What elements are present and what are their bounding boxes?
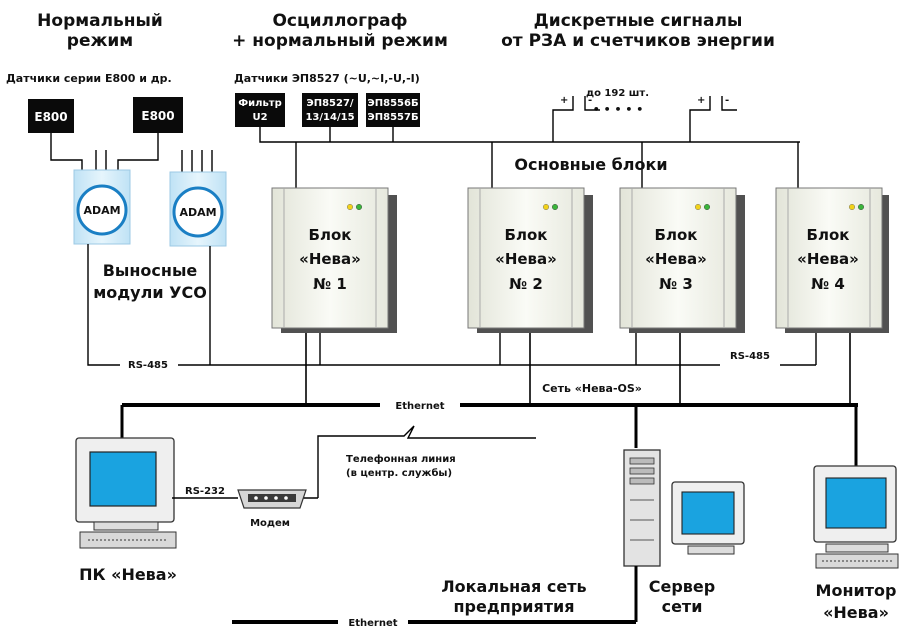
monitor-label-2: «Нева» (823, 603, 889, 622)
header-osc-2: + нормальный режим (232, 31, 448, 51)
ep855-label-1: ЭП8556Б (367, 98, 418, 109)
sensor-bus (259, 127, 800, 190)
blocks-layer: Блок «Нева» № 1 Блок «Нева» № 2 Блок «Не… (271, 187, 889, 333)
rs485-bus (87, 244, 817, 366)
remote-modules-2: модули УСО (93, 283, 207, 302)
rs232-label: RS-232 (185, 486, 225, 497)
server-label-1: Сервер (649, 577, 715, 596)
modem-device (237, 489, 307, 509)
e800-series-label: Датчики серии Е800 и др. (6, 72, 172, 85)
block-2-line3: № 2 (509, 275, 543, 293)
ethernet-top-label: Ethernet (395, 401, 444, 412)
block-4-line2: «Нева» (797, 250, 859, 268)
ep-sensors-label: Датчики ЭП8527 (~U,~I,-U,-I) (234, 72, 420, 85)
neva-block-2: Блок «Нева» № 2 (467, 187, 593, 333)
e800-left-label: E800 (34, 110, 67, 124)
neva-block-1: Блок «Нева» № 1 (271, 187, 397, 333)
ep855-box (366, 93, 420, 127)
modem-label: Модем (250, 518, 290, 529)
e800-left-box (28, 99, 74, 133)
lan-label-1: Локальная сеть (441, 577, 586, 596)
e800-right-box (133, 97, 183, 133)
ethernet-drops (305, 333, 851, 405)
block-2-line2: «Нева» (495, 250, 557, 268)
adam-ring-1 (76, 184, 128, 236)
ep855-label-2: ЭП8557Б (367, 112, 418, 123)
block-3-line1: Блок (655, 226, 698, 244)
server-label-2: сети (662, 597, 703, 616)
header-disc-2: от РЗА и счетчиков энергии (501, 31, 775, 51)
e800-right-label: E800 (141, 109, 174, 123)
filter-box (235, 93, 285, 127)
neva-block-4: Блок «Нева» № 4 (775, 187, 889, 333)
filter-label-1: Фильтр (238, 98, 282, 109)
ep8527-box (302, 93, 358, 127)
block-4-line3: № 4 (811, 275, 845, 293)
adam-ring-2 (172, 186, 224, 238)
block-1-line3: № 1 (313, 275, 347, 293)
ep8527-label-2: 13/14/15 (305, 112, 354, 123)
ethernet-bottom-label: Ethernet (348, 618, 397, 629)
header-normal-2: режим (67, 31, 133, 51)
server-device (623, 449, 745, 567)
header-normal-1: Нормальный (37, 11, 163, 31)
rs485-left-label: RS-485 (128, 360, 168, 371)
discrete-dots: • • • • • (593, 103, 643, 116)
main-blocks-label: Основные блоки (514, 155, 667, 174)
e800-wires (50, 133, 213, 172)
neva-block-3: Блок «Нева» № 3 (619, 187, 745, 333)
header-osc-1: Осциллограф (272, 11, 407, 31)
pc-label: ПК «Нева» (79, 565, 177, 584)
adam-label-2: ADAM (179, 206, 216, 219)
monitor-label-1: Монитор (816, 581, 897, 600)
filter-label-2: U2 (252, 112, 267, 123)
header-disc-1: Дискретные сигналы (534, 11, 743, 31)
phone-label-1: Телефонная линия (346, 453, 456, 465)
remote-modules-1: Выносные (103, 261, 198, 280)
discrete-plus-1: + (560, 95, 568, 106)
pc-neva (75, 437, 177, 549)
phone-line (317, 425, 536, 498)
lan-label-2: предприятия (453, 597, 574, 616)
discrete-count: до 192 шт. (586, 88, 649, 99)
ep8527-label-1: ЭП8527/ (306, 98, 354, 109)
block-1-line2: «Нева» (299, 250, 361, 268)
discrete-contacts (552, 96, 737, 142)
block-3-line2: «Нева» (645, 250, 707, 268)
phone-label-2: (в центр. службы) (346, 467, 452, 479)
network-neva-os-label: Сеть «Нева-OS» (542, 382, 642, 395)
block-2-line1: Блок (505, 226, 548, 244)
rs485-right-label: RS-485 (730, 351, 770, 362)
block-3-line3: № 3 (659, 275, 693, 293)
adam-label-1: ADAM (83, 204, 120, 217)
discrete-plus-2: + (697, 95, 705, 106)
monitor-neva (813, 465, 899, 569)
discrete-minus-1: - (588, 95, 592, 106)
discrete-minus-2: - (725, 95, 729, 106)
block-1-line1: Блок (309, 226, 352, 244)
block-4-line1: Блок (807, 226, 850, 244)
